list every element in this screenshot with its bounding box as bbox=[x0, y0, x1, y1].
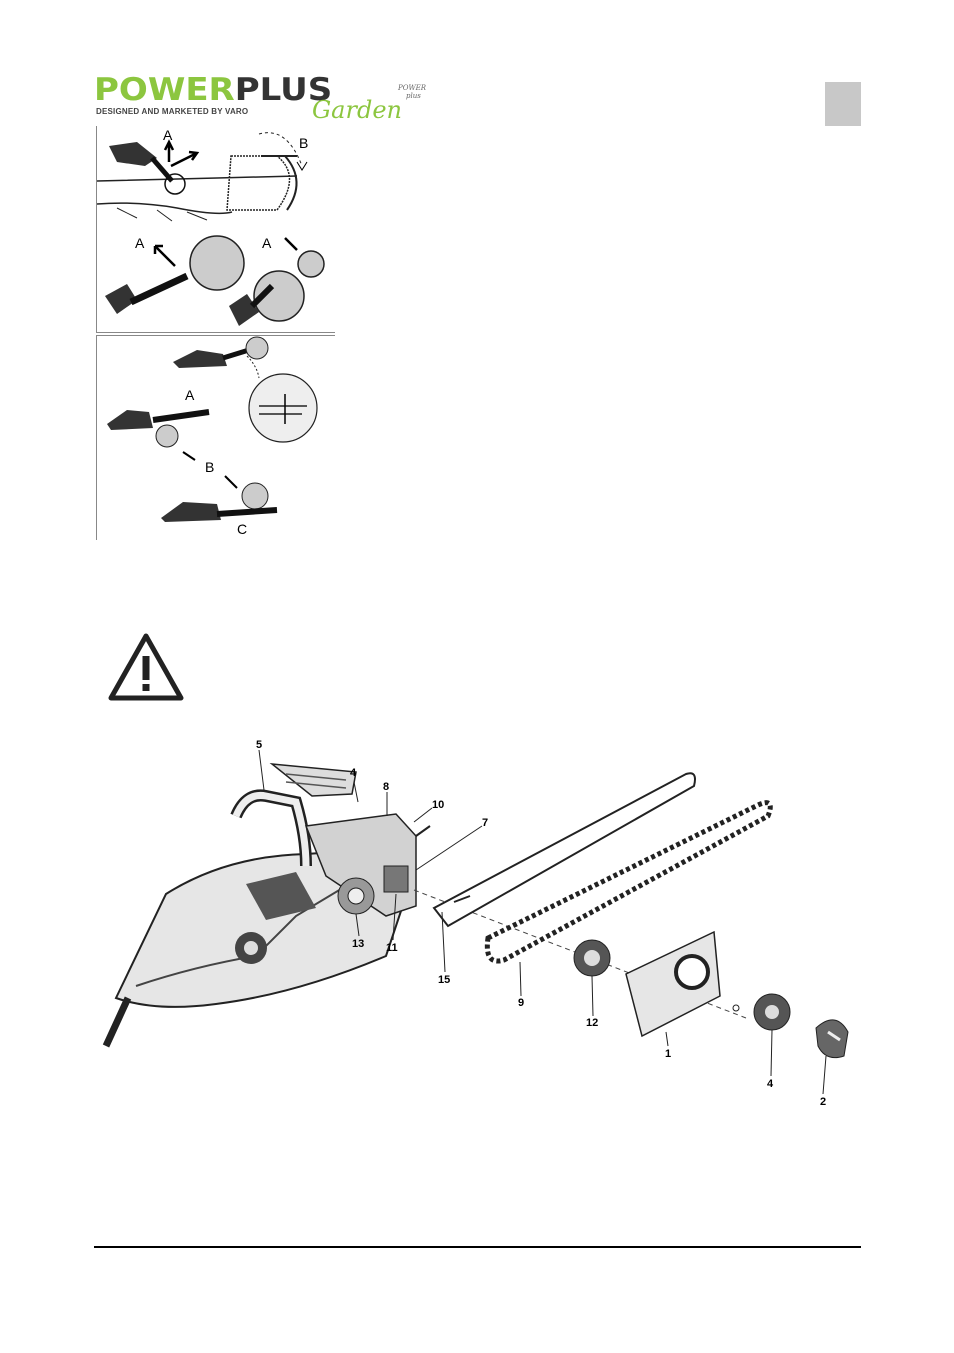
exploded-parts-diagram: 5 4 8 10 7 13 11 15 9 12 1 4 2 bbox=[96, 736, 866, 1136]
brand-mini-line1: POWER bbox=[398, 84, 427, 92]
part-label-1: 1 bbox=[665, 1048, 671, 1060]
kickback-label-b: B bbox=[299, 135, 308, 151]
warning-triangle-icon bbox=[108, 632, 184, 702]
footer-rule bbox=[94, 1246, 861, 1248]
kickback-illustration-bottom: A B C bbox=[107, 336, 318, 537]
kickback-label-a3: A bbox=[262, 235, 272, 251]
brand-logo-plus: PLUS bbox=[234, 71, 333, 109]
part-label-13: 13 bbox=[352, 938, 364, 950]
part-label-5: 5 bbox=[256, 739, 262, 751]
kickback-label-a2: A bbox=[135, 235, 145, 251]
kickback-label-a: A bbox=[163, 127, 173, 143]
part-label-8: 8 bbox=[383, 781, 389, 793]
part-label-4-bottom: 4 bbox=[767, 1078, 774, 1090]
part-label-12: 12 bbox=[586, 1017, 598, 1029]
brand-mini-logo: POWER plus bbox=[398, 84, 426, 100]
part-label-11: 11 bbox=[386, 942, 398, 954]
brand-tagline: DESIGNED AND MARKETED BY VARO bbox=[96, 107, 249, 116]
part-label-4-top: 4 bbox=[350, 767, 357, 779]
kickback-label-c: C bbox=[237, 521, 247, 537]
kickback-label-b2: B bbox=[205, 459, 214, 475]
part-label-15: 15 bbox=[438, 974, 450, 986]
page-tab bbox=[825, 82, 861, 126]
kickback-figure-top: A B A A bbox=[96, 126, 335, 333]
part-label-7: 7 bbox=[482, 817, 488, 829]
kickback-illustration-top: A B A A bbox=[96, 127, 325, 326]
part-label-2: 2 bbox=[820, 1096, 826, 1108]
kickback-label-a4: A bbox=[185, 387, 195, 403]
part-label-10: 10 bbox=[432, 799, 444, 811]
brand-sub-logo: Garden bbox=[312, 96, 402, 124]
brand-logo-power: POWER bbox=[94, 71, 235, 109]
kickback-figure-bottom: A B C bbox=[96, 335, 335, 540]
brand-mini-line2: plus bbox=[406, 92, 421, 100]
part-label-9: 9 bbox=[518, 997, 524, 1009]
brand-logo: POWERPLUS bbox=[94, 74, 332, 105]
chainsaw-exploded-view: 5 4 8 10 7 13 11 15 9 12 1 4 2 bbox=[102, 739, 849, 1108]
